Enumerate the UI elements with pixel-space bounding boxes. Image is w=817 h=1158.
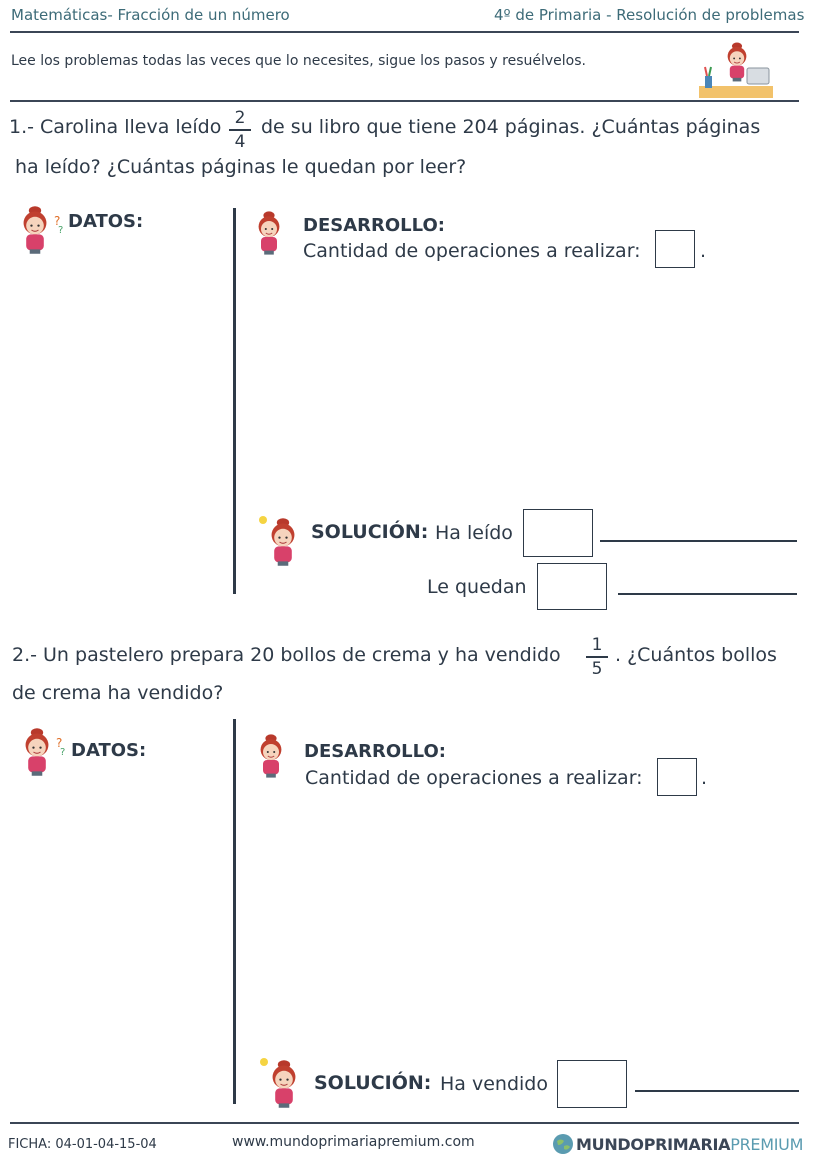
problem2-answer1-label: Ha vendido — [440, 1073, 548, 1095]
pondering-girl-icon — [260, 733, 282, 779]
problem1-answer2-box[interactable] — [537, 563, 607, 610]
problem1-answer2-line[interactable] — [618, 593, 797, 595]
footer-brand-primaria: PRIMARIA — [643, 1135, 731, 1154]
problem1-operations-count-box[interactable] — [655, 230, 695, 268]
footer-ficha: FICHA: 04-01-04-15-04 — [8, 1137, 157, 1152]
idea-girl-icon — [260, 1058, 297, 1109]
problem1-answer1-box[interactable] — [523, 509, 593, 557]
problem1-fraction-numerator: 2 — [234, 108, 246, 128]
thinking-girl-icon: ? ? — [22, 205, 63, 255]
problem2-column-divider — [233, 719, 236, 1104]
instructions-divider — [10, 100, 799, 102]
problem1-operaciones-label: Cantidad de operaciones a realizar: — [303, 240, 641, 262]
footer-brand-mundo: MUNDO — [576, 1135, 644, 1154]
problem2-statement-c: de crema ha vendido? — [12, 682, 224, 704]
problem2-statement-a: 2.- Un pastelero prepara 20 bollos de cr… — [12, 644, 561, 666]
instructions: Lee los problemas todas las veces que lo… — [11, 53, 586, 69]
header-grade: 4º de Primaria - Resolución de problemas — [494, 6, 805, 24]
problem1-datos-label: DATOS: — [68, 211, 144, 232]
header-subject: Matemáticas- Fracción de un número — [11, 6, 290, 24]
problem2-statement-b: . ¿Cuántos bollos — [615, 644, 777, 666]
problem2-answer1-line[interactable] — [635, 1090, 799, 1092]
problem1-column-divider — [233, 208, 236, 594]
problem1-solucion-label: SOLUCIÓN: — [311, 521, 429, 543]
problem2-fraction-denominator: 5 — [591, 659, 603, 679]
svg-text:?: ? — [58, 225, 63, 236]
problem1-desarrollo-label: DESARROLLO: — [303, 215, 445, 236]
problem1-fraction-denominator: 4 — [234, 132, 246, 152]
footer-brand: MUNDOPRIMARIAPREMIUM — [576, 1135, 803, 1154]
problem2-desarrollo-label: DESARROLLO: — [304, 741, 446, 762]
thinking-girl-icon: ? ? — [24, 727, 65, 777]
header-divider — [10, 31, 799, 33]
pondering-girl-icon — [258, 210, 280, 256]
problem1-operaciones-dot: . — [700, 240, 707, 262]
svg-text:?: ? — [56, 736, 62, 750]
footer-website[interactable]: www.mundoprimariapremium.com — [232, 1134, 475, 1150]
problem1-answer1-label: Ha leído — [435, 522, 513, 544]
problem2-operaciones-label: Cantidad de operaciones a realizar: — [305, 767, 643, 789]
footer-divider — [10, 1122, 799, 1124]
problem1-answer1-line[interactable] — [600, 540, 797, 542]
problem1-statement-b: de su libro que tiene 204 páginas. ¿Cuán… — [261, 116, 761, 138]
idea-girl-icon — [259, 516, 296, 567]
girl-at-desk-illustration — [699, 42, 773, 98]
problem2-operations-count-box[interactable] — [657, 758, 697, 796]
problem2-fraction-numerator: 1 — [591, 635, 603, 655]
globe-icon — [553, 1134, 573, 1154]
problem2-fraction: 1 5 — [586, 635, 608, 679]
footer-brand-premium: PREMIUM — [730, 1135, 804, 1154]
problem2-answer1-box[interactable] — [557, 1060, 627, 1108]
problem2-operaciones-dot: . — [701, 767, 708, 789]
problem1-statement-a: 1.- Carolina lleva leído — [9, 116, 222, 138]
problem1-answer2-label: Le quedan — [427, 576, 527, 598]
problem1-statement-c: ha leído? ¿Cuántas páginas le quedan por… — [15, 156, 467, 178]
problem1-fraction: 2 4 — [229, 108, 251, 152]
svg-text:?: ? — [54, 214, 60, 228]
problem2-datos-label: DATOS: — [71, 740, 147, 761]
svg-text:?: ? — [60, 747, 65, 758]
problem2-solucion-label: SOLUCIÓN: — [314, 1072, 432, 1094]
